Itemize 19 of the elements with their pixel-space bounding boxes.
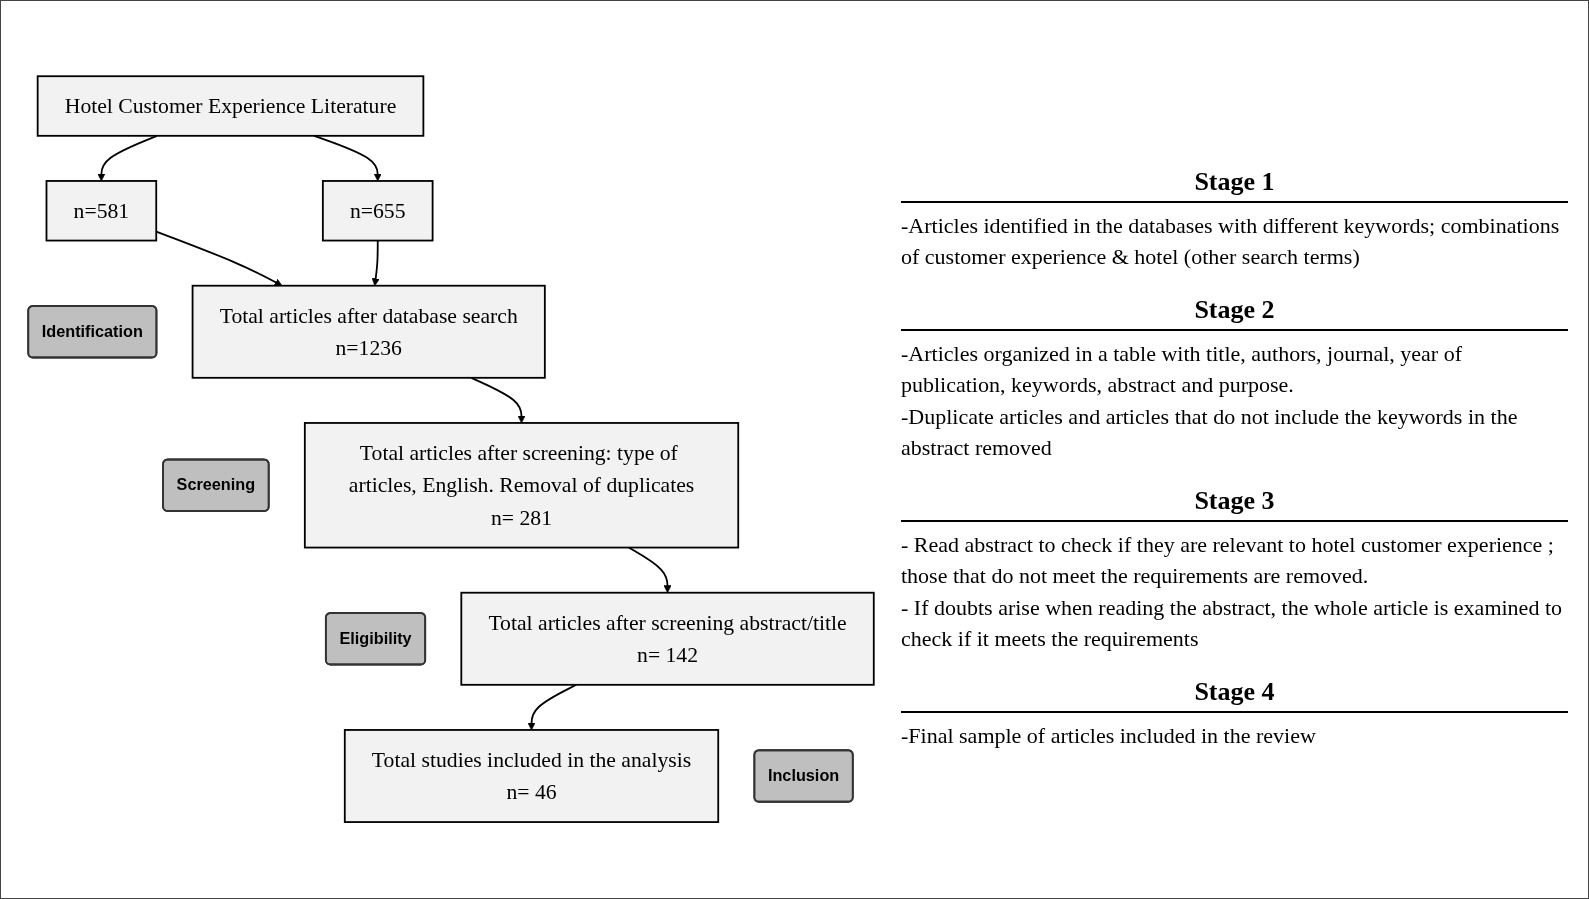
node-box: n=581 — [45, 180, 158, 242]
stage-description: - Read abstract to check if they are relevant to hotel customer experience ; those that do not meet the requirements are removed. — [901, 530, 1555, 590]
node-box: n=655 — [321, 180, 434, 242]
node-box: Total articles after screening abstract/title n= 142 — [460, 592, 875, 687]
stage-description: -Articles identified in the databases with different keywords; combinations of customer experience & hotel (other search terms) — [901, 212, 1561, 271]
stage-heading: Stage 1 — [901, 167, 1568, 204]
stage-heading: Stage 3 — [901, 485, 1568, 522]
stage-description: -Duplicate articles and articles that do not include the keywords in the abstract removed — [901, 403, 1519, 463]
stage-heading: Stage 4 — [901, 677, 1568, 714]
node-box: Total articles after database search n=1236 — [191, 285, 546, 380]
node-box: Total studies included in the analysis n= 46 — [343, 729, 720, 824]
stage-description: -Articles organized in a table with title, authors, journal, year of publication, keywords, abstract and purpose. — [901, 339, 1464, 399]
stage-description: -Final sample of articles included in the review — [901, 722, 1317, 751]
node-box: Total articles after screening: type of articles, English. Removal of duplicates n= 281 — [303, 422, 740, 549]
arrow — [371, 240, 380, 287]
arrow — [627, 547, 672, 594]
node-box: Hotel Customer Experience Literature — [36, 75, 425, 138]
stage-description: - If doubts arise when reading the abstract, the whole article is examined to check if it meets the requirements — [901, 594, 1563, 654]
stage-heading: Stage 2 — [901, 294, 1568, 331]
